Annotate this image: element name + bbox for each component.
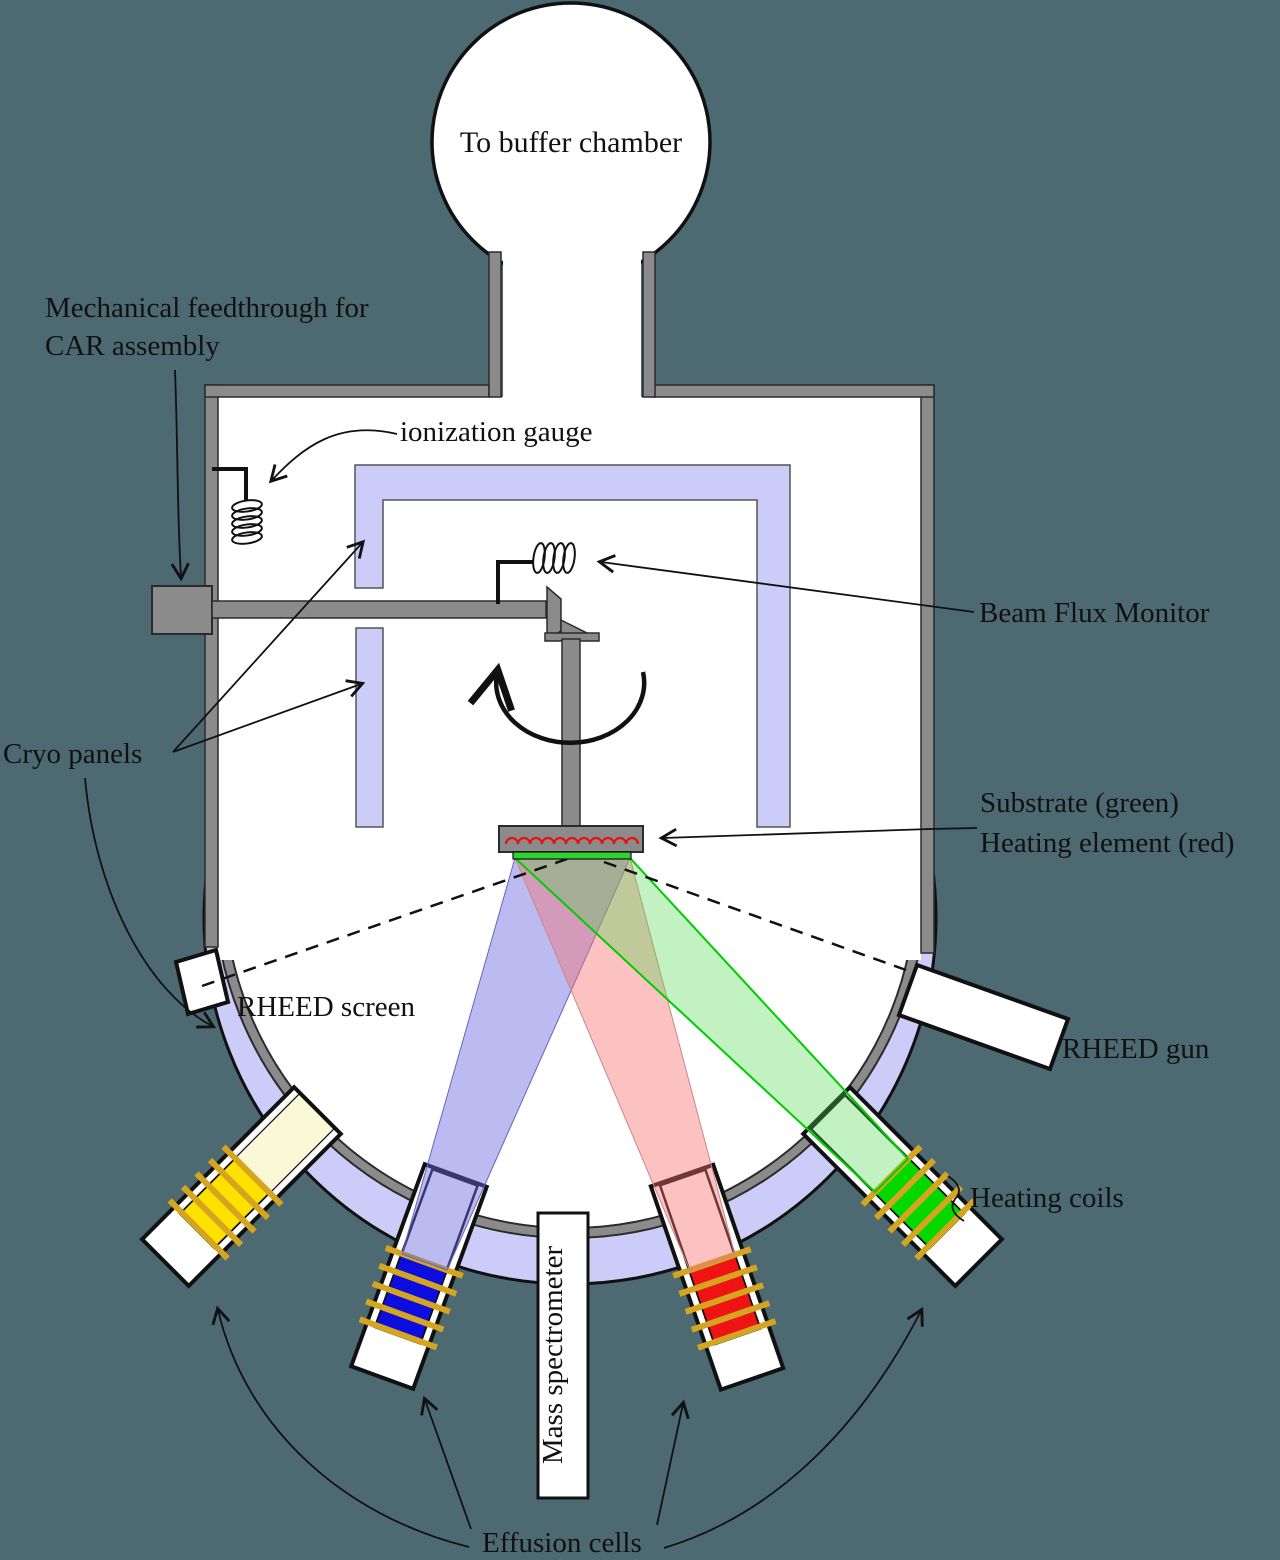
label-cryo-panels: Cryo panels [3,738,142,770]
arrow-effusion-yellow [211,1305,470,1548]
label-ionization-gauge: ionization gauge [400,416,592,448]
mass-spectrometer [536,1211,590,1500]
rheed-beam-reflected [603,860,907,972]
arrow-effusion-blue [420,1395,472,1530]
ionization-gauge-coil [231,499,263,545]
heating-coil-yellow [167,1144,284,1261]
rheed-screen [173,947,231,1017]
beam-flux-monitor-coil [532,542,576,574]
chamber-wall-top-left [204,384,490,398]
label-heating-coils: Heating coils [970,1182,1124,1214]
neck-interior [503,252,641,402]
label-mech-feedthrough-line1: Mechanical feedthrough for [45,292,369,324]
arrow-ionization-gauge [268,429,398,484]
effusion-cell-green [800,1084,1005,1289]
label-rheed-gun: RHEED gun [1062,1033,1210,1065]
brace-heating-coils [947,1175,965,1222]
beam-flux-monitor-wire [496,560,534,604]
rheed-gun [896,962,1071,1072]
arrow-effusion-green [663,1306,924,1549]
arrow-cryo-panel-upper [172,539,366,753]
mechanical-feedthrough-block [151,585,213,635]
arrow-beam-flux-monitor [596,554,975,613]
cell-vapor-yellow [235,1095,333,1193]
cryo-panel-lower-left [355,627,384,828]
arrow-cryo-panel-lower [172,679,366,753]
label-heating-element: Heating element (red) [980,827,1234,859]
chamber-wall-right [920,384,935,954]
arrow-mech-feedthrough [170,369,190,582]
label-beam-flux-monitor: Beam Flux Monitor [979,597,1210,629]
arrow-effusion-red [656,1399,690,1526]
effusion-cell-yellow [139,1084,344,1289]
manipulator-vertical-rod [561,638,581,827]
heating-coil-red [672,1246,777,1351]
effusion-cell-red [648,1162,786,1393]
label-substrate: Substrate (green) [980,787,1179,819]
neck-wall-left [488,251,502,398]
ionization-gauge-wire [212,467,248,501]
arrow-substrate [658,827,978,848]
arrow-cryo-liner [84,777,217,1029]
label-mech-feedthrough-line2: CAR assembly [45,330,220,362]
label-buffer-chamber: To buffer chamber [460,126,682,159]
chamber-wall-top-right [651,384,935,398]
effusion-cell-blue [348,1161,490,1392]
label-rheed-screen: RHEED screen [237,991,415,1023]
cryo-panel-upper [354,464,791,828]
chamber-interior-lower [225,537,915,1227]
label-effusion-cells: Effusion cells [482,1527,642,1559]
substrate [512,851,632,860]
neck-wall-right [642,251,656,398]
label-mass-spectrometer: Mass spectrometer [537,1246,569,1465]
manipulator-horizontal-rod [211,600,547,619]
heating-element [504,836,640,845]
rotation-arrow [467,662,647,746]
